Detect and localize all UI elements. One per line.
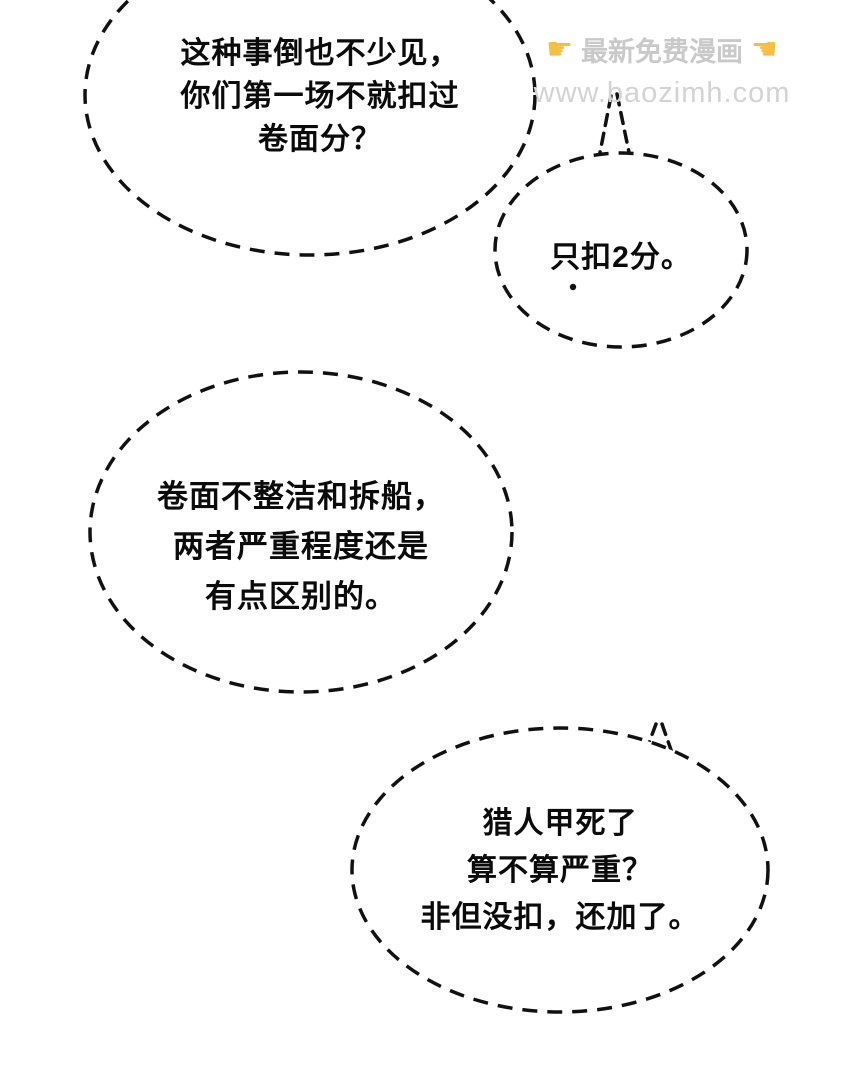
speech-bubble-3-text: 卷面不整洁和拆船， 两者严重程度还是 有点区别的。	[88, 472, 514, 622]
dialogue-line: 非但没扣，还加了。	[420, 901, 700, 934]
dialogue-line: 卷面不整洁和拆船，	[157, 479, 445, 514]
dialogue-line: 两者严重程度还是	[173, 529, 429, 564]
speech-bubble-4-text: 猎人甲死了 算不算严重？ 非但没扣，还加了。	[352, 800, 768, 941]
dialogue-line: 猎人甲死了	[482, 807, 638, 840]
watermark-title-row: ☛ 最新免费漫画 ☚	[512, 30, 812, 69]
speech-bubble-4-outline	[350, 726, 770, 1014]
dialogue-line: 卷面分？	[258, 123, 382, 156]
speech-bubble-1-outline	[83, 0, 537, 257]
pointing-hand-icon: ☛	[546, 32, 573, 66]
dialogue-line: 只扣2分。	[550, 241, 692, 274]
watermark-title: 最新免费漫画	[581, 37, 743, 67]
site-watermark: ☛ 最新免费漫画 ☚ www.baozimh.com	[512, 30, 812, 110]
dialogue-line: 算不算严重？	[467, 854, 653, 887]
pointing-hand-icon: ☚	[751, 32, 778, 66]
dialogue-line: 你们第一场不就扣过	[180, 80, 460, 113]
speech-bubble-3-outline	[88, 370, 514, 694]
watermark-url: www.baozimh.com	[533, 77, 791, 109]
dialogue-line: 有点区别的。	[205, 579, 397, 614]
speech-bubble-2-outline	[493, 151, 749, 349]
dialogue-line: 这种事倒也不少见，	[180, 37, 460, 70]
ink-dot	[569, 283, 577, 291]
speech-bubble-2-text: 只扣2分。	[498, 238, 744, 278]
speech-bubble-1-text: 这种事倒也不少见， 你们第一场不就扣过 卷面分？	[100, 32, 540, 161]
